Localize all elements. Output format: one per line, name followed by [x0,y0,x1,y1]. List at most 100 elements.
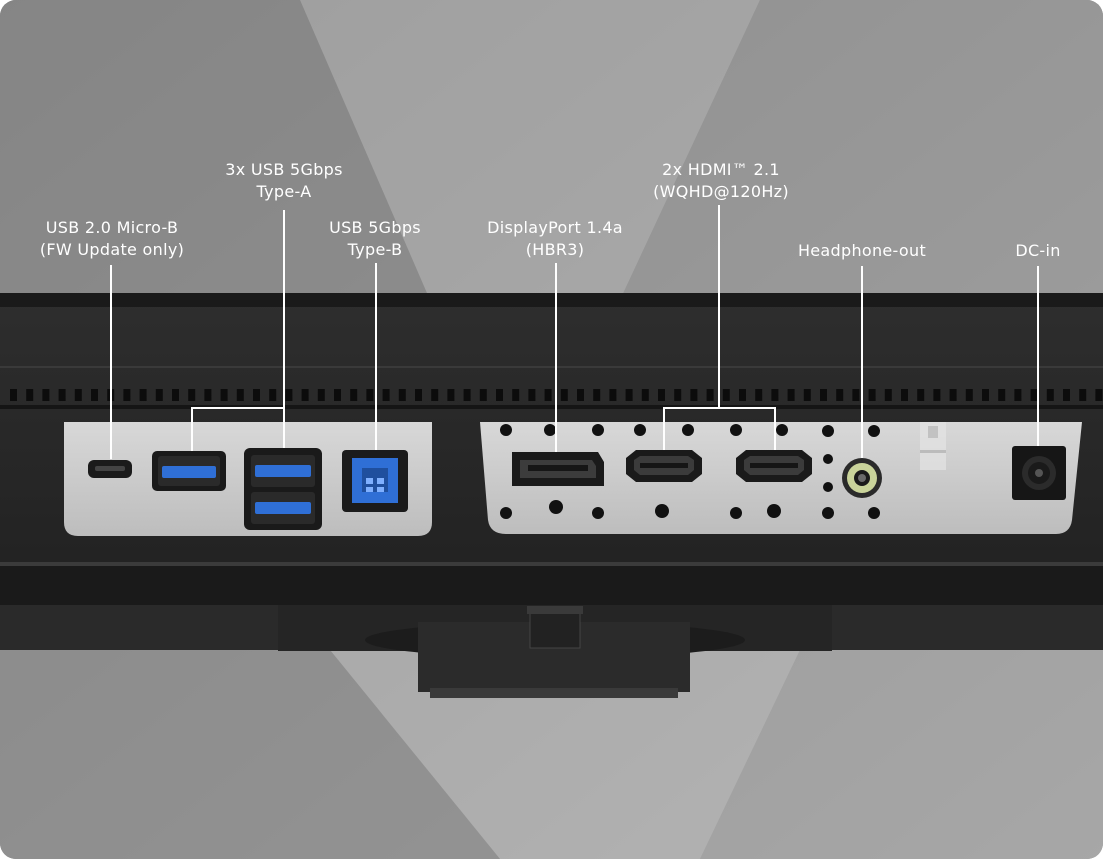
vent-slot [1014,389,1022,401]
vent-slot [123,389,131,401]
vent-slot [220,389,228,401]
vent-slot [917,389,925,401]
vent-slot [1046,389,1054,401]
vent-slot [285,389,293,401]
vent-slot [172,389,179,401]
vent-slot [577,389,584,401]
label-hdmi: 2x HDMI™ 2.1 (WQHD@120Hz) [653,159,789,203]
vent-slot [236,389,244,401]
vent-slot [463,389,471,401]
hdmi-port-2 [736,450,812,482]
label-displayport-line2: (HBR3) [525,240,585,259]
vent-slot [447,389,455,401]
label-hdmi-line1: 2x HDMI™ 2.1 [662,160,780,179]
vent-slot [949,389,957,401]
vent-slot [204,389,212,401]
vent-slot [415,389,422,401]
label-usb-type-b: USB 5Gbps Type-B [329,217,421,261]
vent-slot [1063,389,1070,401]
vent-slot [641,389,649,401]
vent-slot [317,389,325,401]
vent-slot [431,389,439,401]
vent-slot [139,389,147,401]
vent-slot [771,389,779,401]
vent-slot [625,389,633,401]
vent-slot [74,389,82,401]
vent-slot [382,389,390,401]
vent-slot [706,389,714,401]
vent-slot [884,389,892,401]
vent-slot [868,389,876,401]
vent-slot [674,389,682,401]
vent-slot [91,389,98,401]
vent-slot [690,389,698,401]
vent-slot [58,389,66,401]
hdmi-port-1 [626,450,702,482]
vent-slot [269,389,277,401]
vent-slot [739,389,746,401]
label-usb-type-b-line2: Type-B [347,240,403,259]
vent-slot [398,389,406,401]
label-usb-micro-b-line1: USB 2.0 Micro-B [45,218,179,237]
vent-slot [658,389,665,401]
vent-slot [722,389,730,401]
vent-slot [496,389,503,401]
vent-slot [836,389,844,401]
vent-slot [1095,389,1103,401]
stand-mount [278,605,832,698]
vent-slot [253,389,260,401]
vent-slot [982,389,989,401]
label-usb-type-b-line1: USB 5Gbps [329,218,421,237]
vent-slot [42,389,50,401]
usb-type-a-stacked-ports [244,448,322,530]
headphone-jack [842,458,882,498]
callout-branch-hdmi [663,407,776,450]
label-usb-type-a-line2: Type-A [256,182,312,201]
label-dc-in: DC-in [1015,240,1060,262]
vent-slot [901,389,908,401]
label-usb-type-a: 3x USB 5Gbps Type-A [225,159,343,203]
label-hdmi-line2: (WQHD@120Hz) [653,182,789,201]
label-usb-micro-b: USB 2.0 Micro-B (FW Update only) [40,217,184,261]
vent-slot [787,389,795,401]
label-usb-type-a-line1: 3x USB 5Gbps [225,160,343,179]
vent-slot [155,389,163,401]
vent-slot [544,389,552,401]
label-usb-micro-b-line2: (FW Update only) [39,240,185,259]
vent-slot [479,389,487,401]
vent-slot [933,389,941,401]
screw-holes [500,424,880,519]
vent-slot [512,389,520,401]
label-displayport: DisplayPort 1.4a (HBR3) [487,217,623,261]
vent-slots [10,389,1103,401]
vent-slot [188,389,196,401]
dc-in-port [1012,446,1066,500]
vent-slot [528,389,536,401]
vent-slot [820,389,827,401]
callout-lines [110,205,1039,459]
vent-slot [609,389,617,401]
vent-slot [366,389,374,401]
vent-slot [803,389,811,401]
usb-type-a-port [152,451,226,491]
vent-slot [965,389,973,401]
vent-slot [1030,389,1038,401]
vent-slot [26,389,34,401]
vent-slot [755,389,763,401]
label-dc-in-line1: DC-in [1015,241,1061,260]
vent-slot [1079,389,1087,401]
vent-slot [10,389,17,401]
vent-slot [852,389,860,401]
callout-branch-type-a [191,407,284,451]
usb-type-b-port [342,450,408,512]
vent-slot [334,389,341,401]
label-displayport-line1: DisplayPort 1.4a [487,218,623,237]
label-headphone-line1: Headphone-out [797,241,927,260]
vent-slot [998,389,1006,401]
vent-slot [301,389,309,401]
vent-slot [593,389,601,401]
label-headphone-out: Headphone-out [798,240,926,262]
vent-slot [350,389,358,401]
